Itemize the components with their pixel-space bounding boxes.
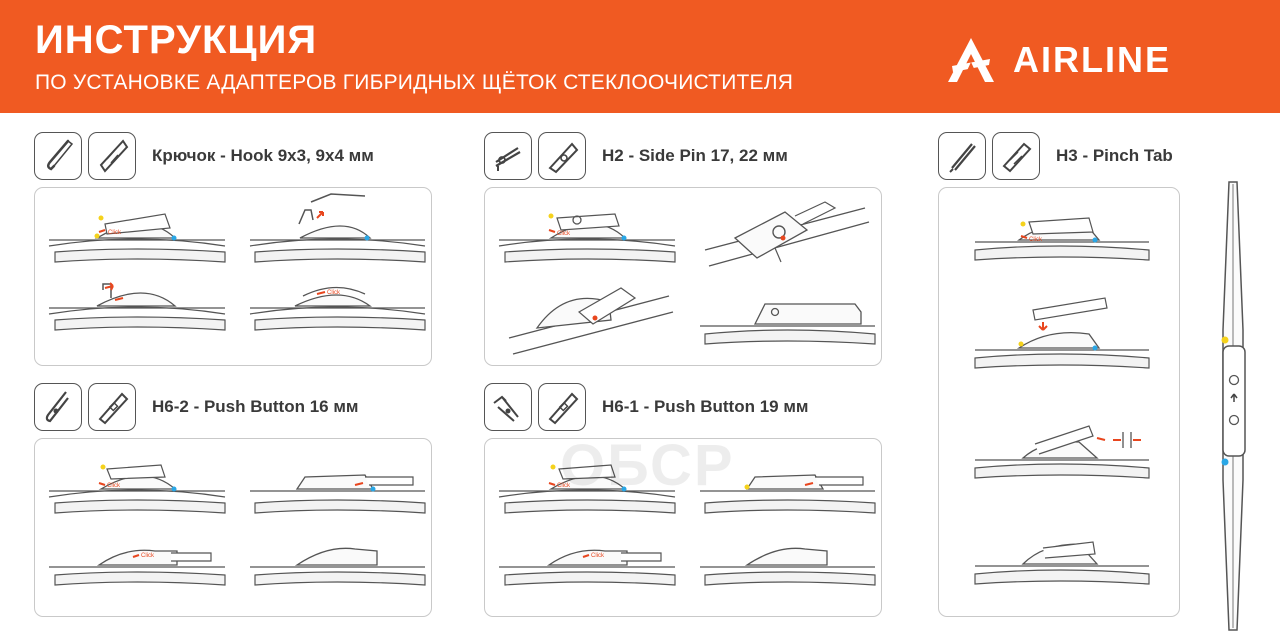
h3-step-1-click: Click	[1029, 237, 1043, 243]
h3-step-1: Click	[974, 217, 1150, 261]
h2-step-1-click: Click	[557, 231, 571, 237]
page-title: ИНСТРУКЦИЯ	[35, 18, 318, 62]
panel-h62: Click Click	[34, 438, 432, 617]
h62-step-2	[250, 474, 426, 514]
section-h3-title: H3 - Pinch Tab	[1056, 146, 1173, 165]
hook-step-1-click: Click	[108, 230, 122, 236]
h61-step-3-click: Click	[591, 553, 605, 559]
side-pin-adapter-icon	[484, 132, 532, 180]
hook-step-3	[48, 282, 226, 331]
h61-step-4	[700, 547, 876, 586]
h62-step-3: Click	[49, 549, 226, 586]
wiper-blade-side-view	[1221, 181, 1246, 631]
panel-hook: Click	[34, 187, 432, 366]
section-hook-title: Крючок - Hook 9х3, 9х4 мм	[152, 146, 374, 165]
airline-logo-icon	[948, 38, 994, 82]
h2-step-3	[508, 287, 674, 355]
h2-step-1: Click	[498, 213, 676, 263]
panel-h2: Click	[484, 187, 882, 366]
hook-step-4: Click	[249, 286, 426, 331]
section-h62-title: H6-2 - Push Button 16 мм	[152, 397, 359, 416]
section-h2-header: H2 - Side Pin 17, 22 мм	[484, 132, 788, 180]
h62-step-1-click: Click	[107, 483, 121, 489]
section-h62-header: H6-2 - Push Button 16 мм	[34, 383, 359, 431]
h62-step-3-click: Click	[141, 553, 155, 559]
brand-logo: AIRLINE	[943, 36, 1171, 84]
push-button-16-clip-icon	[88, 383, 136, 431]
side-pin-clip-icon	[538, 132, 586, 180]
page-subtitle: ПО УСТАНОВКЕ АДАПТЕРОВ ГИБРИДНЫХ ЩЁТОК С…	[35, 71, 794, 94]
push-button-16-adapter-icon	[34, 383, 82, 431]
h3-step-4	[974, 541, 1150, 585]
h2-step-4	[700, 303, 876, 345]
h62-step-1: Click	[48, 464, 226, 514]
h61-step-2	[700, 474, 876, 514]
h61-step-1: Click	[498, 464, 676, 514]
header-banner: ИНСТРУКЦИЯ ПО УСТАНОВКЕ АДАПТЕРОВ ГИБРИД…	[0, 0, 1280, 113]
hook-step-2	[249, 193, 426, 263]
hook-step-1: Click	[48, 213, 226, 263]
hook-adapter-icon	[34, 132, 82, 180]
h3-step-3	[974, 425, 1150, 479]
h62-step-4	[250, 547, 426, 586]
h2-step-2	[704, 201, 870, 267]
h61-step-1-click: Click	[557, 483, 571, 489]
section-h61-header: H6-1 - Push Button 19 мм	[484, 383, 809, 431]
pinch-tab-clip-icon	[992, 132, 1040, 180]
brand-name: AIRLINE	[1013, 39, 1171, 80]
section-h3-header: H3 - Pinch Tab	[938, 132, 1173, 180]
section-h2-title: H2 - Side Pin 17, 22 мм	[602, 146, 788, 165]
pinch-tab-adapter-icon	[938, 132, 986, 180]
panel-h61: Click Click	[484, 438, 882, 617]
section-h61-title: H6-1 - Push Button 19 мм	[602, 397, 809, 416]
h3-step-2	[974, 297, 1150, 369]
push-button-19-adapter-icon	[484, 383, 532, 431]
section-hook-header: Крючок - Hook 9х3, 9х4 мм	[34, 132, 374, 180]
watermark: ОБСР	[560, 433, 735, 498]
hook-clip-icon	[88, 132, 136, 180]
push-button-19-clip-icon	[538, 383, 586, 431]
hook-step-4-click: Click	[327, 290, 341, 296]
panel-h3: Click	[938, 187, 1180, 617]
h61-step-3: Click	[499, 549, 676, 586]
